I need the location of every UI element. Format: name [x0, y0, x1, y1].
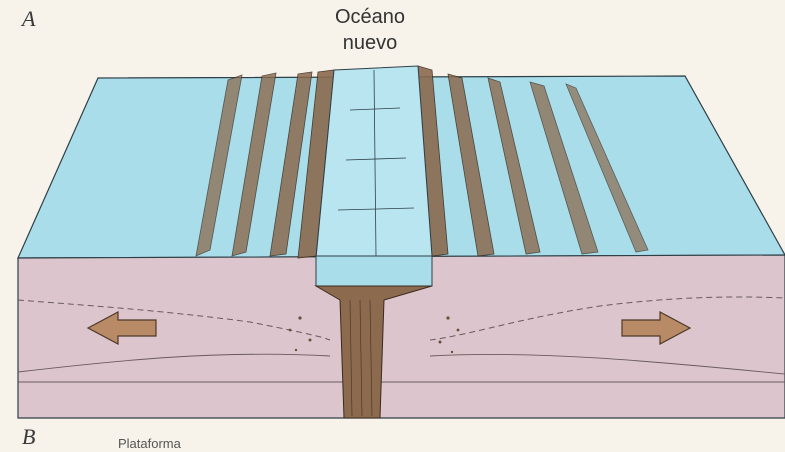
panel-label-b: B: [22, 424, 35, 450]
ocean-label-line1: Océano: [300, 4, 440, 30]
ocean-label-line2: nuevo: [300, 30, 440, 56]
ocean-label: Océano nuevo: [300, 4, 440, 56]
partial-caption: Plataforma: [118, 436, 181, 452]
rift-block-front: [316, 256, 432, 286]
panel-label-a: A: [22, 6, 35, 32]
